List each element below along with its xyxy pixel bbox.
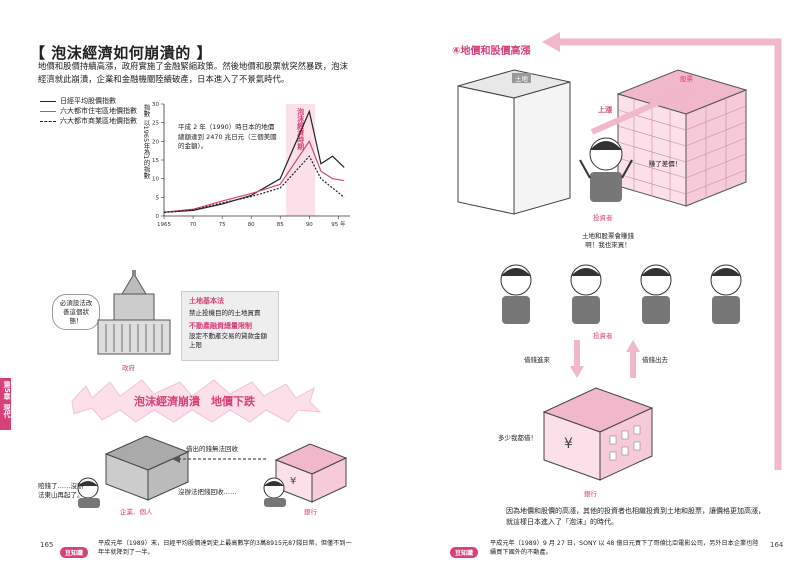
legend-swatch-residential	[40, 110, 56, 112]
legend-swatch-stock	[40, 100, 56, 102]
series-line-residential	[163, 140, 345, 213]
gov-label: 政府	[122, 364, 135, 372]
bubble-period-band	[286, 104, 316, 216]
land-label: 土地	[512, 73, 531, 83]
chart-legend: 日經平均股價指數 六大都市住宅區地價指數 六大都市商業區地價指數	[40, 96, 137, 126]
chapter-side-tab: 第5章 現代	[0, 378, 11, 430]
company-building-icon	[104, 435, 190, 501]
x-tick-label: 70	[190, 222, 197, 228]
investor-label-2: 投資者	[593, 332, 613, 340]
legend-label-residential: 六大都市住宅區地價指數	[60, 107, 137, 115]
side-tab-chapter: 第5章	[3, 381, 11, 400]
page-number-left: 165	[40, 541, 54, 549]
x-tick-label: 1965	[157, 222, 171, 228]
left-bank-label: 銀行	[304, 508, 317, 516]
y-tick-label: 15	[152, 158, 159, 164]
series-line-commercial	[163, 155, 345, 213]
y-tick-label: 20	[152, 139, 159, 145]
bank-speech: 沒辦法把錢回收……	[178, 488, 237, 496]
land-building-icon	[457, 69, 571, 215]
policy-title-1: 土地基本法	[189, 297, 224, 305]
svg-text:¥: ¥	[290, 476, 296, 487]
person-kneeling-icon	[77, 477, 100, 508]
page-number-right: 164	[770, 541, 784, 549]
investor-cheering-icon	[579, 137, 633, 202]
footnote-badge-left-text: 豆知識	[60, 547, 89, 558]
x-tick-label: 95 年	[331, 220, 346, 228]
loop-arrow	[542, 32, 782, 470]
y-tick-label: 5	[156, 195, 160, 201]
collapse-burst-shape	[71, 379, 322, 423]
lend-label: 借錢出去	[642, 356, 668, 364]
policy-title-2: 不動產融資總量限制	[189, 322, 252, 330]
y-tick-label: 30	[152, 102, 159, 108]
rise-label: 上漲	[598, 106, 612, 114]
right-heading: ④地價和股價高漲	[452, 46, 531, 57]
company-label: 企業、個人	[120, 508, 153, 516]
right-bank-label: 銀行	[584, 490, 597, 498]
borrow-arrow-down	[570, 340, 584, 378]
legend-label-stock: 日經平均股價指數	[60, 97, 116, 105]
y-tick-label: 10	[152, 177, 159, 183]
diet-building-icon	[97, 270, 171, 355]
investor-speech-1: 賺了差價！	[648, 160, 682, 168]
footnote-left: 平成元年（1989）末，日經平均股價達到史上最高數字的3萬8915元87錢日幣，…	[98, 540, 352, 556]
footnote-badge-right: 豆知識	[450, 540, 479, 559]
chart-ylabel: 指數 以1965年為1的指數	[142, 104, 150, 179]
uncollected-loans-label: 借出的錢無法回收	[186, 445, 238, 453]
page-heading: 【 泡沫經濟如何崩潰的 】	[30, 44, 212, 62]
y-tick-label: 25	[152, 121, 159, 127]
right-bank-speech: 多少我都借！	[498, 434, 537, 442]
right-caption: 因為地價和股價的高漲，其他的投資者也相繼投資到土地和股票，讓價格更加高漲，就這樣…	[506, 507, 765, 526]
bank-building-icon: ¥	[274, 443, 348, 503]
line-chart: 泡沫經濟時期 0 5 10 15 20 25 30 1965 70 75 80 85 90 95 年	[152, 102, 350, 228]
x-tick-label: 85	[277, 222, 284, 228]
x-tick-label: 90	[306, 222, 313, 228]
gov-speech-bubble: 必須設法改善這個狀態！	[52, 294, 100, 330]
chart-annotation: 平成 2 年（1990）時日本的地價總額達到 2470 兆日元（三個美國的金額）…	[178, 123, 277, 150]
side-tab-era: 現代	[3, 403, 11, 418]
borrow-label: 借錢進來	[524, 356, 550, 364]
debtor-speech: 賠錢了……沒辦法東山再起了。	[38, 482, 84, 499]
svg-text:¥: ¥	[564, 436, 573, 452]
x-tick-label: 80	[248, 222, 255, 228]
dashed-arrow-left	[172, 455, 266, 463]
stock-label: 股票	[680, 75, 693, 83]
investor-label-1: 投資者	[593, 214, 613, 222]
footnote-right: 平成元年（1989）9 月 27 日，SONY 以 48 億日元買下了哥倫比亞電…	[490, 540, 759, 556]
legend-swatch-commercial	[40, 120, 56, 122]
policy-desc-1: 禁止投機目的的土地買賣	[189, 309, 261, 317]
bubble-period-label: 泡沫經濟時期	[296, 107, 305, 151]
banker-kneeling-icon	[263, 477, 286, 507]
collapse-banner: 泡沫經濟崩潰 地價下跌	[134, 395, 255, 408]
investor-speech-2: 土地和股票會賺錢啊！我也來買！	[582, 232, 634, 249]
series-line-stock	[163, 109, 345, 213]
policy-desc-2: 設定不動產交易的貸款金額上限	[189, 332, 267, 349]
right-bank-building-icon: ¥	[542, 387, 654, 481]
legend-label-commercial: 六大都市商業區地價指數	[60, 117, 137, 125]
lend-arrow-up	[626, 340, 640, 378]
rise-arrow	[590, 88, 690, 135]
investor-crowd-icon	[500, 264, 742, 324]
policy-box	[181, 291, 279, 361]
y-tick-label: 0	[156, 214, 160, 220]
intro-paragraph: 地價和股價持續高漲，政府實施了金融緊縮政策。然後地價和股票就突然暴跌，泡沫經濟就…	[38, 61, 348, 84]
footnote-badge-left: 豆知識	[60, 540, 89, 559]
footnote-badge-right-text: 豆知識	[450, 547, 479, 558]
x-tick-label: 75	[219, 222, 226, 228]
